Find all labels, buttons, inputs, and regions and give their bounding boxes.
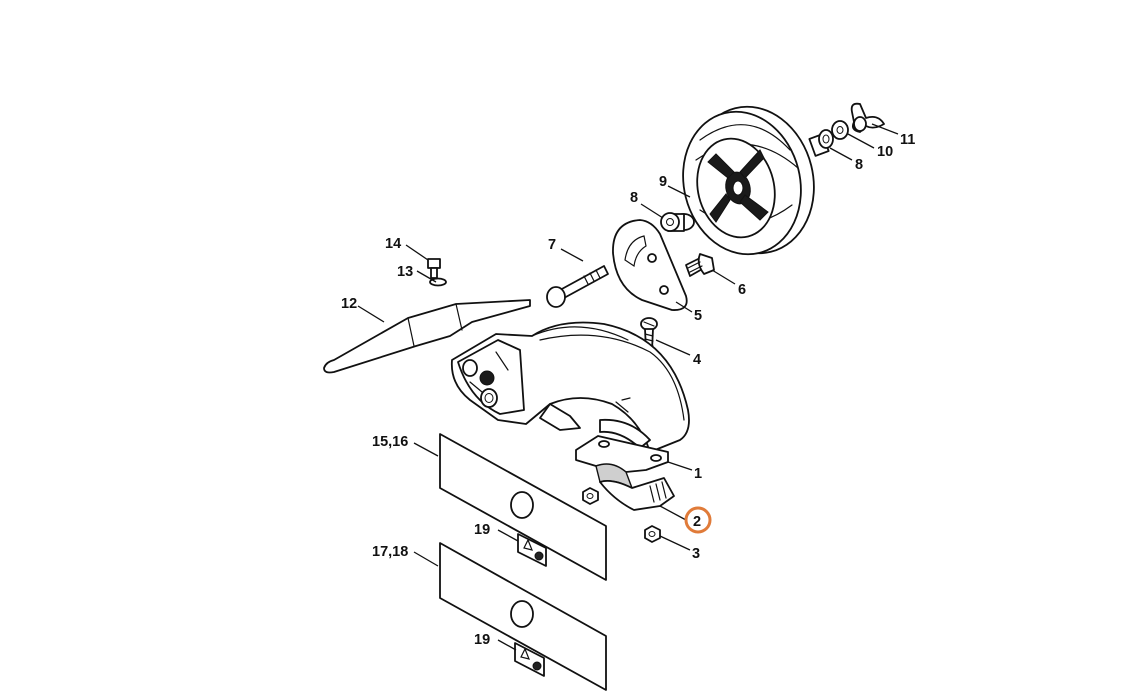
clamp-half <box>575 435 669 490</box>
wheel <box>682 105 815 256</box>
washer <box>831 120 849 140</box>
blade-lower <box>439 542 607 691</box>
hex-bolt <box>685 253 715 277</box>
callout-highlight-ring <box>684 506 712 534</box>
callout-11[interactable]: 11 <box>900 132 915 148</box>
callout-19-upper[interactable]: 19 <box>474 522 490 538</box>
callout-9[interactable]: 9 <box>659 174 667 190</box>
callout-7[interactable]: 7 <box>548 237 556 253</box>
spacer-sleeve-upper <box>808 129 834 157</box>
callout-labels: 1 2 3 4 5 6 7 8 8 9 10 11 12 13 14 15,16… <box>341 132 915 648</box>
guard <box>450 321 690 453</box>
small-screw <box>427 258 441 279</box>
callout-8-upper[interactable]: 8 <box>855 157 863 173</box>
guide-plate <box>323 299 531 374</box>
blade-label-upper <box>517 533 547 567</box>
clamp-bottom <box>599 477 675 511</box>
hex-nut-upper <box>582 487 599 505</box>
hex-nut <box>644 525 661 543</box>
callout-13[interactable]: 13 <box>397 264 413 280</box>
wing-nut <box>850 102 885 133</box>
callout-19-lower[interactable]: 19 <box>474 632 490 648</box>
callout-10[interactable]: 10 <box>877 144 893 160</box>
callout-15-16[interactable]: 15,16 <box>372 434 408 450</box>
callout-5[interactable]: 5 <box>694 308 702 324</box>
callout-17-18[interactable]: 17,18 <box>372 544 408 560</box>
leader-lines <box>357 123 899 651</box>
callout-14[interactable]: 14 <box>385 236 401 252</box>
blade-upper <box>439 433 607 581</box>
callout-4[interactable]: 4 <box>693 352 701 368</box>
callout-1[interactable]: 1 <box>694 466 702 482</box>
callout-3[interactable]: 3 <box>692 546 700 562</box>
callout-6[interactable]: 6 <box>738 282 746 298</box>
callout-12[interactable]: 12 <box>341 296 357 312</box>
callout-8-spacer[interactable]: 8 <box>630 190 638 206</box>
blade-label-lower <box>514 642 545 677</box>
carriage-bolt <box>546 265 609 308</box>
spacer-sleeve <box>660 212 695 232</box>
callout-2[interactable]: 2 <box>693 514 701 530</box>
bracket-plate <box>612 219 688 311</box>
